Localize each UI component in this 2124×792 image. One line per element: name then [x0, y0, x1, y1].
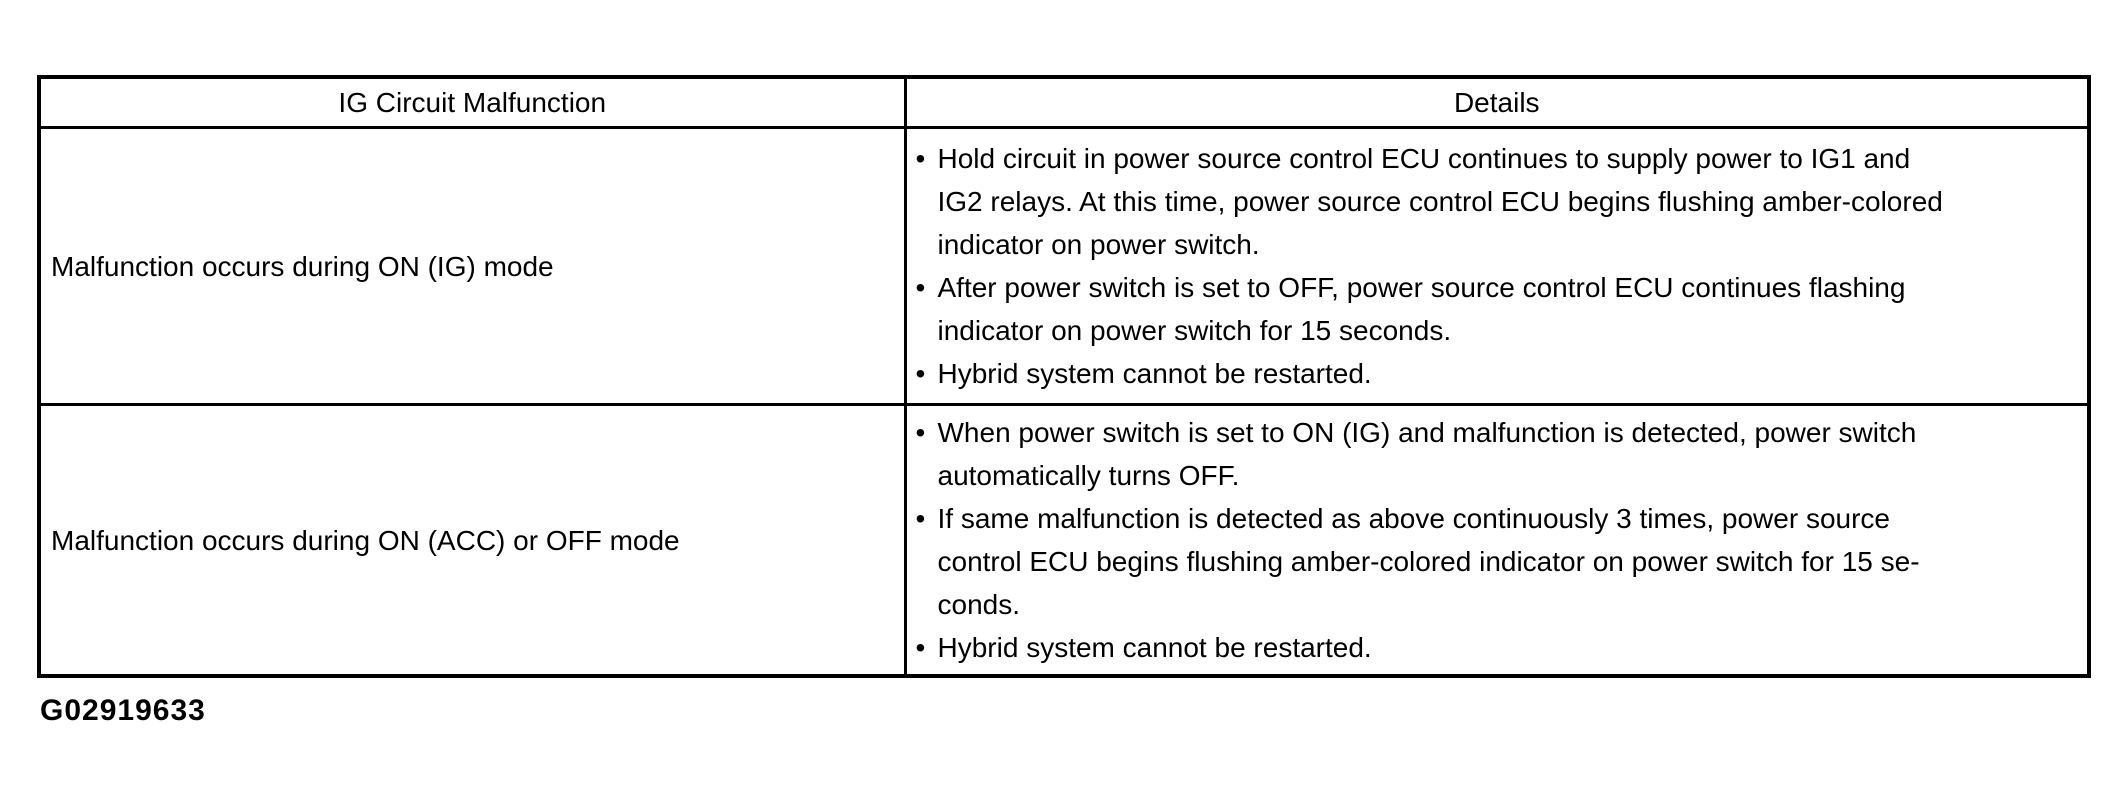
column-header-malfunction: IG Circuit Malfunction: [37, 75, 907, 129]
table-row: Malfunction occurs during ON (IG) mode H…: [37, 126, 2091, 406]
detail-item: Hold circuit in power source control ECU…: [913, 137, 2080, 266]
detail-item: If same malfunction is detected as above…: [913, 497, 2080, 626]
malfunction-mode-cell: Malfunction occurs during ON (ACC) or OF…: [37, 403, 907, 678]
detail-item: Hybrid system cannot be restarted.: [913, 352, 2080, 395]
malfunction-mode-cell: Malfunction occurs during ON (IG) mode: [37, 126, 907, 406]
details-cell: Hold circuit in power source control ECU…: [903, 126, 2091, 406]
ig-circuit-malfunction-table: IG Circuit Malfunction Details Malfuncti…: [37, 75, 2091, 678]
figure-id-label: G02919633: [40, 694, 206, 727]
column-header-details: Details: [903, 75, 2091, 129]
table-header-row: IG Circuit Malfunction Details: [37, 75, 2091, 129]
detail-item: After power switch is set to OFF, power …: [913, 266, 2080, 352]
detail-item: When power switch is set to ON (IG) and …: [913, 411, 2080, 497]
detail-item: Hybrid system cannot be restarted.: [913, 626, 2080, 669]
table-row: Malfunction occurs during ON (ACC) or OF…: [37, 403, 2091, 678]
details-list: Hold circuit in power source control ECU…: [913, 137, 2080, 395]
details-cell: When power switch is set to ON (IG) and …: [903, 403, 2091, 678]
details-list: When power switch is set to ON (IG) and …: [913, 411, 2080, 669]
